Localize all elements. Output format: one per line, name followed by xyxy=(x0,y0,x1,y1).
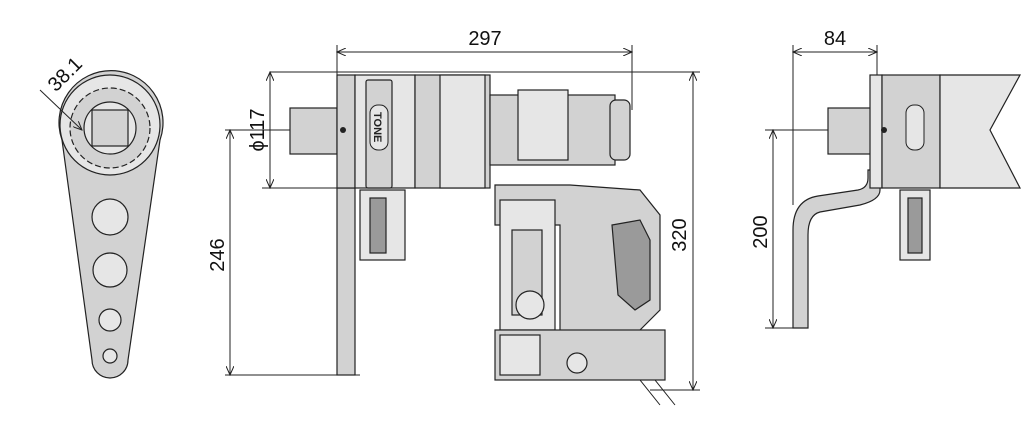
brand-logo: TONE xyxy=(371,112,383,142)
dim-arm-offset: 84 xyxy=(824,28,846,50)
dim-arm-length: 200 xyxy=(750,215,772,248)
dim-length: 297 xyxy=(468,28,501,50)
dim-arm-height: 246 xyxy=(207,238,229,271)
dim-total-height: 320 xyxy=(669,218,691,251)
front-view: 38.1 xyxy=(39,53,164,379)
rear-view: 84 200 xyxy=(750,28,1022,328)
side-view: 297 ϕ117 246 320 TONE xyxy=(207,28,700,406)
